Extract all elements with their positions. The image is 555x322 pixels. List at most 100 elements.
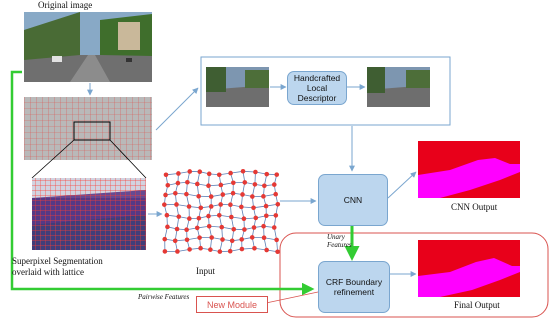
lattice-node [230,190,236,196]
arrow-pairwise-features [10,70,315,296]
lattice-node [242,180,248,185]
original-image-label: Original image [38,0,93,10]
final-output-image [418,240,520,297]
input-label: Input [196,266,215,276]
lattice-node [176,214,182,219]
lattice-node [162,202,167,207]
lattice-node [184,227,189,233]
lattice-node [163,172,169,178]
original-image [24,12,152,82]
final-output-label: Final Output [454,300,500,310]
lattice-node [239,204,244,210]
lattice-node [175,249,180,254]
lattice-node [273,213,279,218]
cnn-output-image [418,141,520,198]
lattice-node [175,180,181,186]
lattice-node [184,191,189,197]
superpixel-overview-image [24,97,152,160]
lattice-node [228,170,233,176]
zoom-line-right [109,139,147,179]
lattice-node [252,245,257,251]
lattice-node [187,216,192,221]
lattice-node [275,201,281,207]
lattice-node [196,215,202,221]
lattice-node [250,194,255,199]
lattice-node [208,204,214,209]
lattice-node [185,179,190,185]
handcrafted-descriptor-box: Handcrafted Local Descriptor [287,71,347,105]
lattice-node [208,247,213,252]
lattice-node [184,237,190,243]
lattice-node [206,223,212,229]
lattice-node [172,238,178,244]
crf-box: CRF Boundary refinement [318,261,390,313]
lattice-node [197,169,203,174]
lattice-node [231,226,237,232]
lattice-node [240,168,246,174]
descriptor-input-image [206,67,269,107]
lattice-node [176,171,181,176]
lattice-node [216,212,222,218]
lattice-node [196,193,201,199]
lattice-node [197,235,202,240]
arrow-superpixel-to-frame [155,87,199,131]
new-module-connector [265,291,319,304]
pairwise-features-label: Pairwise Features [138,293,190,301]
superpixel-label: Superpixel Segmentation overlaid with la… [12,256,103,277]
lattice-node [275,249,280,255]
lattice-node [218,202,223,207]
lattice-node [242,227,247,232]
lattice-node [165,182,171,188]
lattice-node [274,237,279,243]
superpixel-zoom-image [32,178,146,250]
lattice-node [198,245,203,251]
lattice-node [194,181,200,187]
lattice-node [165,224,170,230]
lattice-node [261,223,266,229]
lattice-node [208,194,214,199]
lattice-node [261,235,267,241]
lattice-node [162,236,168,242]
unary-features-label: Unary Features [327,233,352,249]
lattice-node [271,225,277,230]
lattice-node [174,202,179,207]
lattice-node [251,225,257,230]
lattice-node [174,226,180,232]
lattice-node [206,213,211,219]
descriptor-output-image [367,67,430,107]
lattice-node [229,214,234,220]
lattice-node [241,216,247,222]
lattice-node [209,235,214,240]
lattice-node [216,172,222,178]
crf-frame [279,232,549,318]
arrow-cnn-to-output [387,171,417,199]
lattice-node [263,203,269,209]
cnn-box: CNN [318,174,388,226]
lattice-node [240,192,245,197]
lattice-node [219,224,225,230]
lattice-node [274,172,280,177]
lattice-node [164,212,170,218]
lattice-node [173,190,178,196]
lattice-node [264,171,270,177]
lattice-node [249,235,255,240]
lattice-node [206,171,212,177]
lattice-node [163,192,168,198]
new-module-box: New Module [196,296,268,313]
lattice-node [239,246,245,252]
lattice-node [198,205,204,211]
lattice-node [162,249,168,254]
lattice-node [252,182,258,187]
lattice-node [231,180,236,186]
zoom-line-left [31,139,75,179]
lattice-node [220,192,226,197]
lattice-node [251,205,256,211]
lattice-node [264,247,269,253]
lattice-node [206,183,211,189]
lattice-node [253,215,259,221]
lattice-graph [162,168,281,255]
lattice-node [229,238,235,244]
lattice-node [273,191,279,197]
lattice-node [228,202,233,208]
